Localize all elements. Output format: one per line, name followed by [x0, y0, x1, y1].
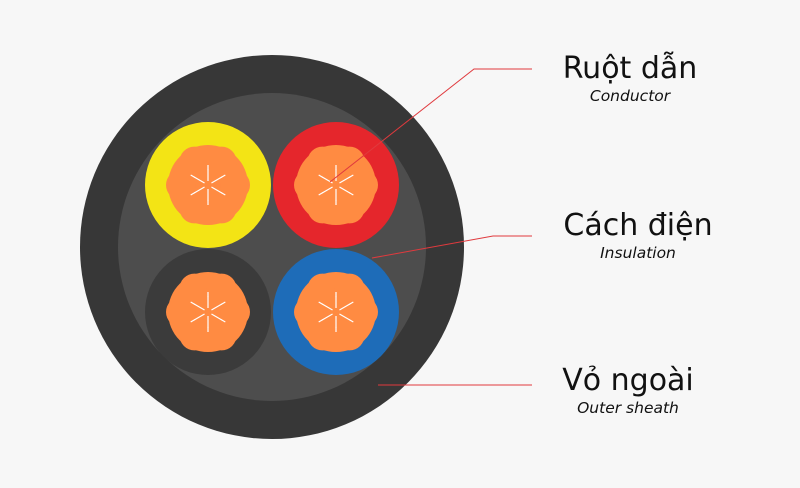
strand-gap	[190, 313, 205, 323]
conductor-strand	[193, 297, 223, 327]
strand-gap	[339, 174, 354, 184]
conductor-strand	[206, 146, 237, 177]
conductor-strand	[179, 146, 210, 177]
strand-gap	[211, 174, 226, 184]
conductor-strand	[206, 193, 237, 224]
strand-gap	[339, 186, 354, 196]
conductor-strand	[321, 170, 351, 200]
strand-gap	[318, 186, 333, 196]
strand-gap	[318, 301, 333, 311]
strand-gap	[190, 186, 205, 196]
conductor-strand	[179, 193, 210, 224]
conductor-strand	[220, 297, 250, 327]
leader-lines	[329, 68, 532, 386]
conductor-strand	[307, 146, 338, 177]
conductor-title: Ruột dẫn	[562, 51, 698, 86]
conductor-strand	[179, 320, 210, 351]
conductor-strand	[294, 170, 324, 200]
conductor-subtitle: Conductor	[589, 87, 671, 105]
strand-gap	[190, 301, 205, 311]
conductor-strand	[193, 170, 223, 200]
conductor-strand	[348, 297, 378, 327]
strand-gap	[339, 301, 354, 311]
strand-gap	[211, 186, 226, 196]
conductor-strand	[220, 170, 250, 200]
conductor-strand	[307, 273, 338, 304]
strand-gap	[190, 174, 205, 184]
cores	[145, 122, 399, 375]
insulation-subtitle: Insulation	[600, 244, 676, 262]
core-blue	[273, 249, 399, 375]
conductor-strand	[307, 193, 338, 224]
conductor-label: Ruột dẫn Conductor	[550, 52, 710, 106]
insulation-title: Cách điện	[563, 208, 713, 243]
conductor-strand	[321, 297, 351, 327]
core-black	[145, 249, 271, 375]
conductor-strand	[307, 320, 338, 351]
conductor-strand	[334, 146, 365, 177]
sheath-title: Vỏ ngoài	[562, 363, 694, 398]
sheath-label: Vỏ ngoài Outer sheath	[548, 364, 708, 418]
conductor-strand	[206, 320, 237, 351]
conductor-strand	[166, 297, 196, 327]
conductor-strand	[348, 170, 378, 200]
conductor-strand	[179, 273, 210, 304]
strand-gap	[318, 313, 333, 323]
strand-gap	[211, 313, 226, 323]
core-red	[273, 122, 399, 248]
conductor-strand	[206, 273, 237, 304]
conductor-strand	[334, 193, 365, 224]
core-yellow	[145, 122, 271, 248]
insulation-label: Cách điện Insulation	[548, 209, 728, 263]
conductor-strand	[334, 320, 365, 351]
conductor-strand	[294, 297, 324, 327]
insulation-leader-line	[371, 235, 532, 259]
conductor-strand	[334, 273, 365, 304]
sheath-subtitle: Outer sheath	[577, 399, 679, 417]
strand-gap	[339, 313, 354, 323]
strand-gap	[211, 301, 226, 311]
conductor-strand	[166, 170, 196, 200]
conductor-leader-line	[329, 68, 532, 183]
